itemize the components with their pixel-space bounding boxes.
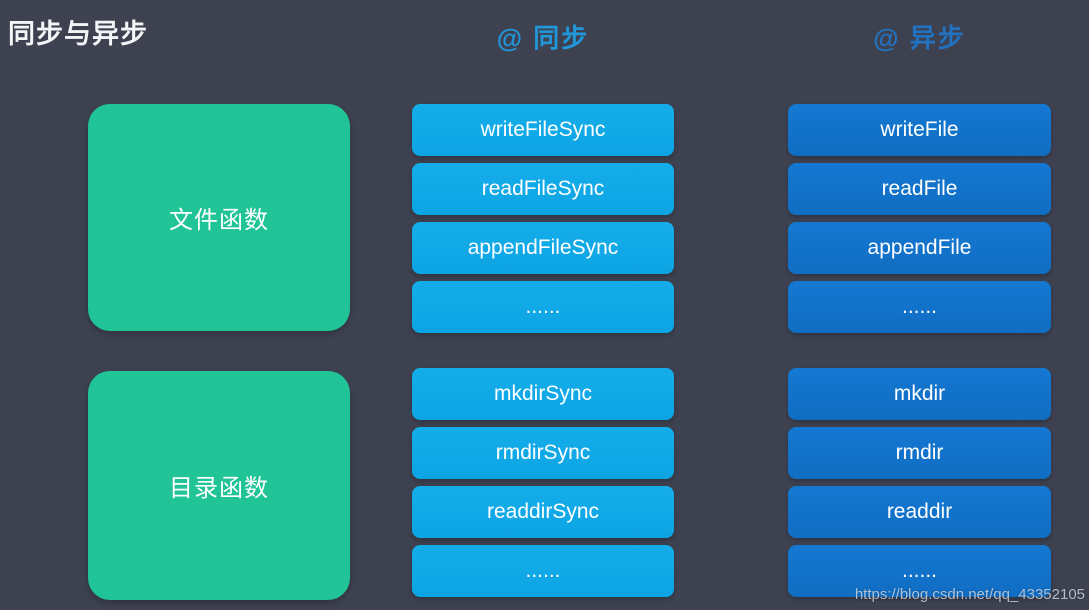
async-column-header: @ 异步 bbox=[873, 23, 966, 53]
sync-function-box-ellipsis: ...... bbox=[412, 545, 674, 597]
category-label: 文件函数 bbox=[169, 207, 269, 234]
async-function-box: rmdir bbox=[788, 427, 1051, 479]
category-label: 目录函数 bbox=[169, 475, 269, 502]
sync-function-box: readFileSync bbox=[412, 163, 674, 215]
page-title: 同步与异步 bbox=[8, 19, 148, 49]
sync-column-header: @ 同步 bbox=[496, 23, 590, 53]
sync-function-box: appendFileSync bbox=[412, 222, 674, 274]
sync-function-box: rmdirSync bbox=[412, 427, 674, 479]
category-box-file-functions: 文件函数 bbox=[88, 104, 350, 331]
async-function-box: appendFile bbox=[788, 222, 1051, 274]
async-function-box: writeFile bbox=[788, 104, 1051, 156]
async-function-box: readFile bbox=[788, 163, 1051, 215]
async-function-box: mkdir bbox=[788, 368, 1051, 420]
sync-function-box-ellipsis: ...... bbox=[412, 281, 674, 333]
category-box-directory-functions: 目录函数 bbox=[88, 371, 350, 600]
async-function-box: readdir bbox=[788, 486, 1051, 538]
sync-function-box: writeFileSync bbox=[412, 104, 674, 156]
async-function-box-ellipsis: ...... bbox=[788, 545, 1051, 597]
csdn-watermark: https://blog.csdn.net/qq_43352105 bbox=[854, 586, 1085, 603]
sync-function-box: mkdirSync bbox=[412, 368, 674, 420]
async-function-box-ellipsis: ...... bbox=[788, 281, 1051, 333]
sync-function-box: readdirSync bbox=[412, 486, 674, 538]
